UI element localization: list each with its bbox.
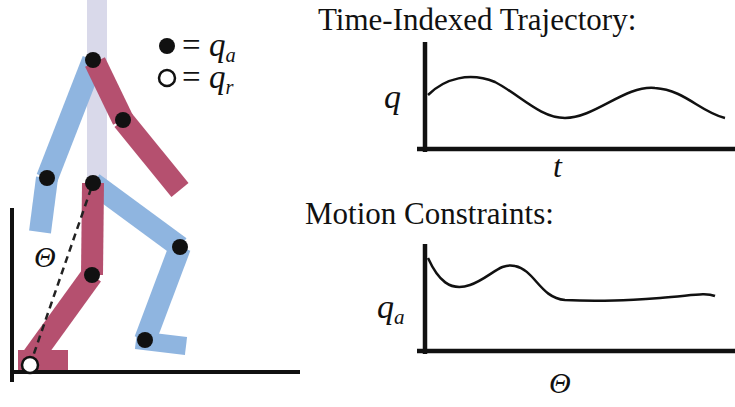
constraint-curve <box>428 258 715 301</box>
red-limbs <box>32 62 180 358</box>
legend-dot <box>159 70 175 86</box>
figure-axes <box>10 208 300 382</box>
chart-title: Motion Constraints: <box>305 198 554 229</box>
axis-label: q <box>384 80 401 114</box>
theta-line <box>30 183 93 365</box>
axis-label: qa <box>377 290 405 324</box>
angle-label: Θ <box>34 242 56 272</box>
joints <box>39 52 188 348</box>
trajectory-curve <box>428 77 725 118</box>
legend-dot <box>159 38 175 54</box>
legend-text: = qr <box>182 61 233 94</box>
legend-text: = qa <box>182 29 236 62</box>
axis-label: t <box>553 150 562 182</box>
axis-label: Θ <box>549 368 571 398</box>
chart-title: Time-Indexed Trajectory: <box>318 4 636 35</box>
ground-contact <box>22 357 38 373</box>
